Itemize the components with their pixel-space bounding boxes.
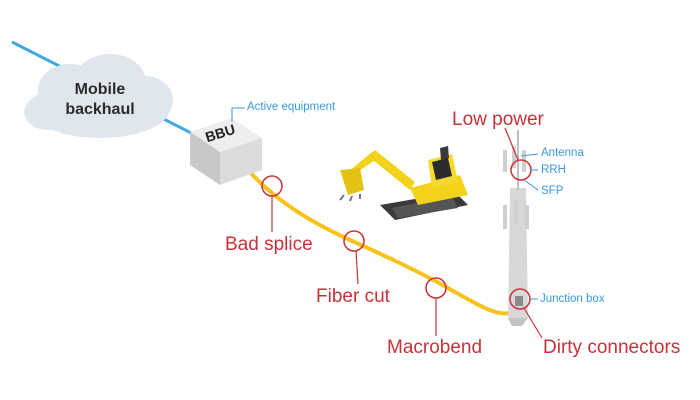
excavator-illustration <box>339 146 468 220</box>
bbu-box <box>190 118 262 185</box>
active-equipment-label: Active equipment <box>247 101 336 113</box>
dirty-connectors-leader <box>523 307 543 339</box>
cloud-label: Mobile backhaul <box>58 80 142 120</box>
cell-tower <box>503 130 529 326</box>
fiber-cut-marker <box>343 230 365 252</box>
fiber-cable <box>248 170 520 316</box>
macrobend-label: Macrobend <box>387 337 483 358</box>
antenna-label: Antenna <box>541 147 584 159</box>
fiber-cut-leader <box>355 250 359 285</box>
cloud-label-line2: backhaul <box>65 101 135 118</box>
rrh-marker <box>510 159 532 181</box>
bad-splice-label: Bad splice <box>225 234 313 255</box>
low-power-label: Low power <box>452 109 544 130</box>
sfp-leader <box>523 179 539 191</box>
cloud-label-line1: Mobile <box>74 81 126 98</box>
antenna-leader <box>520 153 539 157</box>
junction-box-label: Junction box <box>540 293 605 305</box>
fiber-cut-label: Fiber cut <box>316 286 390 307</box>
rrh-label: RRH <box>541 164 566 176</box>
active-equipment-leader <box>231 107 245 122</box>
low-power-leader <box>504 127 519 161</box>
sfp-label: SFP <box>541 185 564 197</box>
cloud-shape <box>24 54 173 138</box>
dirty-connectors-label: Dirty connectors <box>543 337 681 358</box>
